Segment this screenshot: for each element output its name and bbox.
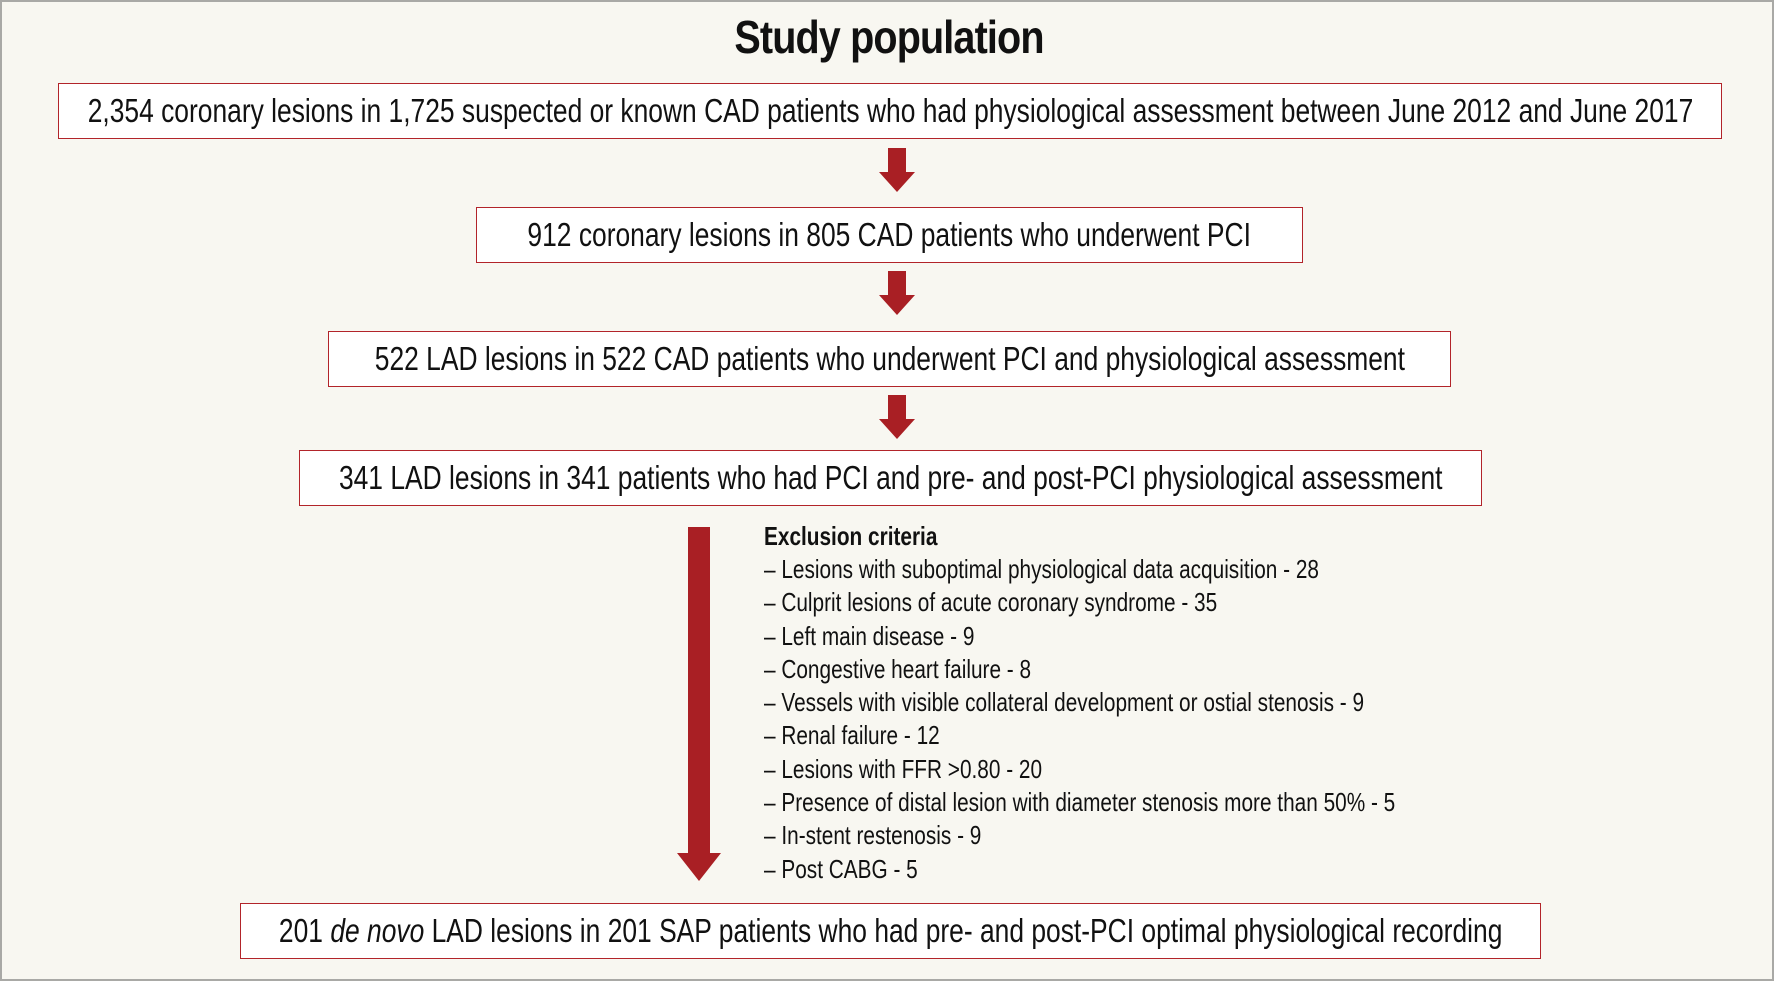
down-arrow-3 xyxy=(879,395,915,439)
exclusion-heading: Exclusion criteria xyxy=(764,521,938,551)
step-box-1: 2,354 coronary lesions in 1,725 suspecte… xyxy=(58,83,1722,139)
exclusion-item: – In-stent restenosis - 9 xyxy=(764,820,982,851)
exclusion-item: – Lesions with FFR >0.80 - 20 xyxy=(764,753,1043,784)
exclusion-item: – Lesions with suboptimal physiological … xyxy=(764,554,1319,584)
final-text-italic: de novo xyxy=(330,912,425,949)
step-text-1: 2,354 coronary lesions in 1,725 suspecte… xyxy=(87,92,1693,129)
step-text-3: 522 LAD lesions in 522 CAD patients who … xyxy=(374,340,1405,377)
step-text-2: 912 coronary lesions in 805 CAD patients… xyxy=(527,216,1252,253)
final-text: 201 de novo LAD lesions in 201 SAP patie… xyxy=(279,912,1502,950)
down-arrow-1 xyxy=(879,148,915,192)
step-text-4: 341 LAD lesions in 341 patients who had … xyxy=(338,459,1443,496)
final-text-suffix: LAD lesions in 201 SAP patients who had … xyxy=(424,912,1503,949)
exclusion-criteria-list: Exclusion criteria – Lesions with subopt… xyxy=(764,520,1604,886)
final-box: 201 de novo LAD lesions in 201 SAP patie… xyxy=(240,903,1541,959)
exclusion-item: – Culprit lesions of acute coronary synd… xyxy=(764,587,1218,618)
exclusion-item: – Congestive heart failure - 8 xyxy=(764,653,1032,684)
exclusion-item: – Renal failure - 12 xyxy=(764,720,940,751)
step-box-4: 341 LAD lesions in 341 patients who had … xyxy=(299,450,1482,506)
final-text-prefix: 201 xyxy=(278,912,331,949)
exclusion-item: – Post CABG - 5 xyxy=(764,853,918,884)
diagram-title: Study population xyxy=(734,11,1044,63)
down-arrow-2 xyxy=(879,271,915,315)
exclusion-item: – Left main disease - 9 xyxy=(764,620,975,651)
exclusion-down-arrow xyxy=(677,527,721,881)
exclusion-item: – Vessels with visible collateral develo… xyxy=(764,687,1365,718)
exclusion-item: – Presence of distal lesion with diamete… xyxy=(764,787,1396,818)
step-box-2: 912 coronary lesions in 805 CAD patients… xyxy=(476,207,1303,263)
step-box-3: 522 LAD lesions in 522 CAD patients who … xyxy=(328,331,1451,387)
